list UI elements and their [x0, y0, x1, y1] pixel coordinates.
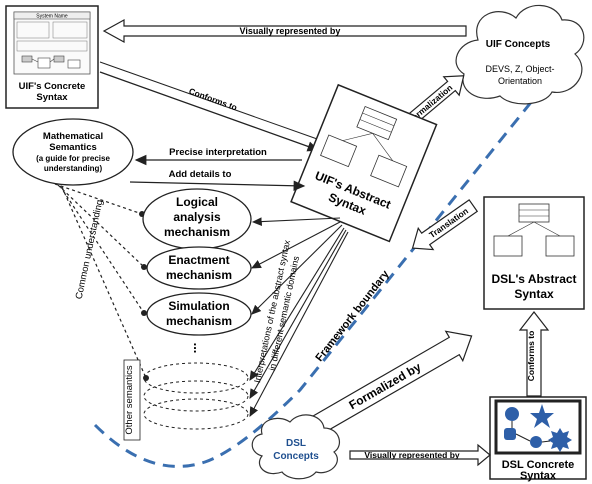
math-semantics-label-3: (a guide for precise: [36, 154, 110, 163]
dsl-abstract-label-1: DSL's Abstract: [491, 272, 576, 286]
logical-label-3: mechanism: [164, 225, 230, 239]
uif-concepts-examples-2: Orientation: [498, 76, 542, 86]
other-semantics-group: [143, 362, 249, 430]
uif-concepts-title: UIF Concepts: [486, 39, 551, 50]
add-details-arrow: Add details to: [129, 169, 306, 191]
dsl-shape-circle-icon: [505, 407, 519, 421]
edge-translation: Translation: [427, 206, 470, 240]
edge-precise-interpretation: Precise interpretation: [169, 147, 267, 158]
edge-add-details: Add details to: [169, 169, 232, 180]
edge-formalized-by: Formalized by: [347, 360, 424, 413]
math-semantics-label-1: Mathematical: [43, 131, 103, 142]
edge-visually-represented-top: Visually represented by: [240, 26, 341, 36]
logical-label-2: analysis: [173, 210, 221, 224]
dsl-shape-burst-icon: [548, 428, 572, 452]
uif-abstract-syntax-node: UIF's Abstract Syntax: [290, 83, 438, 243]
math-semantics-node: Mathematical Semantics (a guide for prec…: [12, 118, 134, 186]
edge-conforms-to-right: Conforms to: [526, 331, 536, 382]
uif-concepts-cloud: UIF Concepts DEVS, Z, Object- Orientatio…: [455, 4, 585, 105]
framework-boundary-label: Framework boundary: [313, 268, 392, 364]
dsl-concrete-label-2: Syntax: [520, 470, 557, 482]
other-semantics-label-box: Other semantics: [123, 359, 141, 441]
common-understanding-links: [54, 183, 149, 381]
visually-represented-top-arrow: Visually represented by: [102, 18, 467, 44]
dsl-shape-small-circle-icon: [530, 436, 542, 448]
visually-represented-bottom-arrow: Visually represented by: [349, 443, 491, 467]
uif-concrete-label-2: Syntax: [36, 92, 68, 103]
simulation-node: Simulation mechanism: [146, 292, 252, 336]
framework-boundary-line: [93, 34, 587, 468]
uif-concepts-examples-1: DEVS, Z, Object-: [485, 64, 554, 74]
dsl-shape-square-icon: [504, 428, 516, 440]
dsl-concepts-cloud: DSL Concepts: [251, 414, 341, 480]
enactment-label-2: mechanism: [166, 268, 232, 282]
simulation-label-1: Simulation: [168, 299, 229, 313]
math-semantics-label-4: understanding): [44, 164, 103, 173]
dsl-shape-star-icon: [530, 404, 554, 428]
edge-visually-represented-bottom: Visually represented by: [364, 450, 460, 460]
dsl-concepts-label-2: Concepts: [273, 451, 319, 462]
mockup-title: System Name: [36, 14, 68, 20]
simulation-label-2: mechanism: [166, 314, 232, 328]
precise-interpretation-arrow: Precise interpretation: [134, 147, 302, 166]
enactment-label-1: Enactment: [168, 253, 229, 267]
dsl-abstract-syntax-node: DSL's Abstract Syntax: [483, 196, 585, 310]
math-semantics-label-2: Semantics: [49, 142, 97, 153]
more-mechanisms-ellipsis: ...: [191, 343, 206, 354]
logical-label-1: Logical: [176, 195, 218, 209]
uif-concrete-label-1: UIF's Concrete: [19, 81, 86, 92]
enactment-node: Enactment mechanism: [146, 246, 252, 290]
dsl-abstract-label-2: Syntax: [514, 287, 554, 301]
logical-analysis-node: Logical analysis mechanism: [142, 188, 252, 250]
edge-conforms-to-top: Conforms to: [188, 86, 239, 113]
dsl-concrete-syntax-node: DSL Concrete Syntax: [489, 396, 587, 482]
conforms-to-right-arrow: Conforms to: [518, 311, 550, 397]
translation-arrow: Translation: [411, 199, 479, 251]
conforms-to-top-arrow: Conforms to: [99, 61, 321, 152]
interpretation-arrows: [249, 217, 349, 417]
uif-concrete-syntax-node: System Name UIF's Concrete Syntax: [5, 5, 99, 109]
dsl-concepts-label-1: DSL: [286, 438, 306, 449]
other-semantics-label: Other semantics: [124, 365, 135, 434]
dsl-concrete-label-1: DSL Concrete: [502, 459, 575, 471]
